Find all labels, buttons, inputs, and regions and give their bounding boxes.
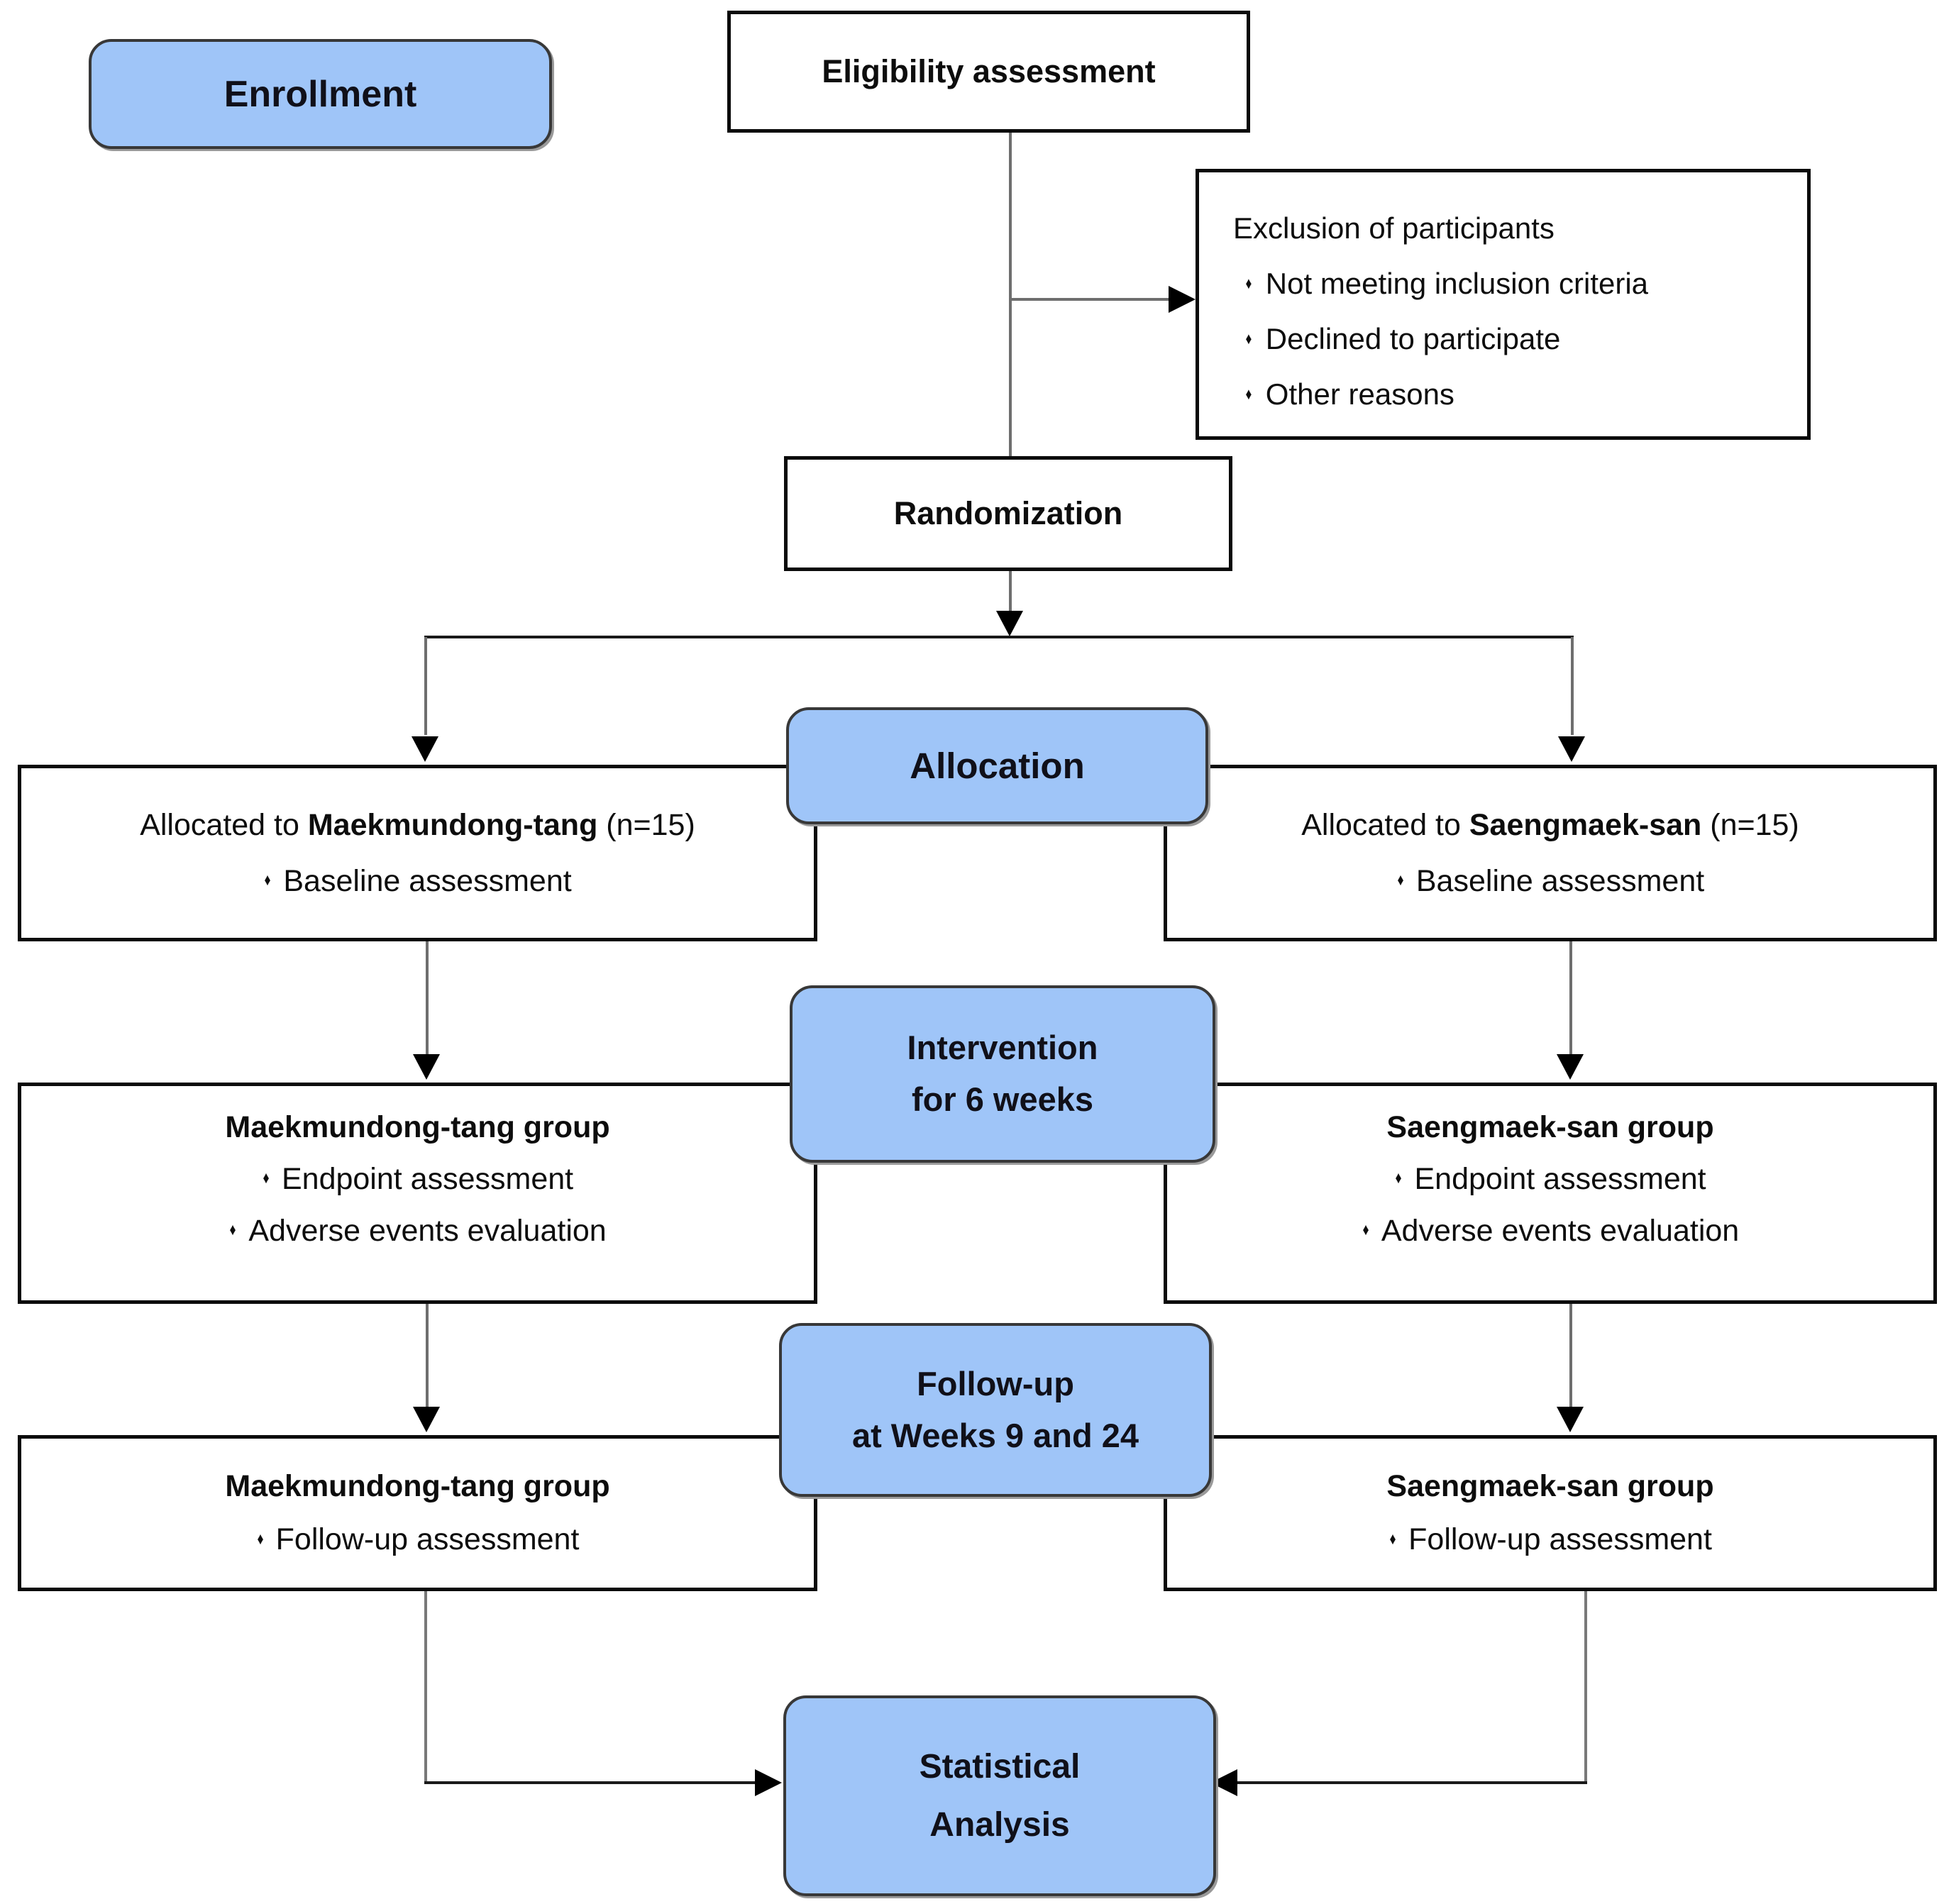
followup-left-title: Maekmundong-tang group xyxy=(225,1469,610,1503)
followup-right-title: Saengmaek-san group xyxy=(1386,1469,1714,1503)
intervention-stage-pill: Intervention for 6 weeks xyxy=(790,985,1215,1163)
intervention-right-title: Saengmaek-san group xyxy=(1386,1109,1714,1144)
exclusion-item: ♦ Other reasons xyxy=(1233,367,1454,422)
followup-right-item: ♦ Follow-up assessment xyxy=(1388,1522,1712,1557)
connector-split-left-allocation xyxy=(424,637,427,735)
arrowhead-down-icon xyxy=(413,1407,440,1432)
arrowhead-down-icon xyxy=(1557,1407,1584,1432)
allocation-label: Allocation xyxy=(910,746,1085,786)
exclusion-item-label: Not meeting inclusion criteria xyxy=(1265,267,1649,300)
connector-eligibility-randomization xyxy=(1009,133,1012,456)
intervention-left-item-label: Endpoint assessment xyxy=(281,1161,574,1196)
allocated-right-prefix: Allocated to xyxy=(1301,807,1469,842)
arrowhead-down-icon xyxy=(996,611,1023,636)
enrollment-label: Enrollment xyxy=(223,73,417,115)
eligibility-title: Eligibility assessment xyxy=(822,53,1156,89)
exclusion-item: ♦ Not meeting inclusion criteria xyxy=(1233,256,1648,311)
arrowhead-down-icon xyxy=(412,736,438,762)
connector-split-right-allocation xyxy=(1571,637,1574,735)
arrowhead-down-icon xyxy=(413,1054,440,1080)
statistical-analysis-pill: Statistical Analysis xyxy=(783,1695,1216,1896)
allocated-left-item-label: Baseline assessment xyxy=(283,863,572,898)
connector-right-allocation-intervention xyxy=(1569,941,1572,1056)
connector-right-followup-analysis-vertical xyxy=(1584,1591,1587,1784)
arrowhead-down-icon xyxy=(1558,736,1585,762)
eligibility-assessment-box: Eligibility assessment xyxy=(727,11,1250,133)
allocated-right-suffix: (n=15) xyxy=(1701,807,1799,842)
connector-randomization-split xyxy=(1009,570,1012,614)
maekmundong-followup-box: Maekmundong-tang group ♦ Follow-up asses… xyxy=(18,1435,817,1591)
intervention-left-item-label: Adverse events evaluation xyxy=(248,1213,607,1248)
diamond-bullet-icon: ♦ xyxy=(229,1221,236,1240)
allocated-right-item-label: Baseline assessment xyxy=(1415,863,1705,898)
diamond-bullet-icon: ♦ xyxy=(1397,871,1404,890)
followup-left-item-label: Follow-up assessment xyxy=(275,1522,580,1556)
intervention-label-line2: for 6 weeks xyxy=(911,1080,1094,1118)
allocated-right-group-name: Saengmaek-san xyxy=(1469,807,1702,842)
connector-left-intervention-followup xyxy=(426,1304,429,1409)
arrowhead-right-icon xyxy=(1169,286,1196,313)
followup-left-item: ♦ Follow-up assessment xyxy=(256,1522,580,1557)
connector-branch-exclusion xyxy=(1010,298,1172,301)
allocated-left-suffix: (n=15) xyxy=(597,807,695,842)
diamond-bullet-icon: ♦ xyxy=(1245,384,1252,404)
allocation-stage-pill: Allocation xyxy=(786,707,1208,824)
intervention-left-item: ♦ Endpoint assessment xyxy=(262,1162,573,1197)
diamond-bullet-icon: ♦ xyxy=(1362,1221,1369,1240)
intervention-left-item: ♦ Adverse events evaluation xyxy=(228,1213,607,1249)
exclusion-item-label: Declined to participate xyxy=(1265,322,1561,355)
exclusion-box: Exclusion of participants ♦ Not meeting … xyxy=(1196,169,1811,440)
allocated-right-title: Allocated to Saengmaek-san (n=15) xyxy=(1301,808,1799,843)
intervention-right-item-label: Adverse events evaluation xyxy=(1381,1213,1740,1248)
connector-left-followup-analysis-horizontal xyxy=(424,1781,756,1784)
saengmaek-followup-box: Saengmaek-san group ♦ Follow-up assessme… xyxy=(1164,1435,1937,1591)
intervention-right-item-label: Endpoint assessment xyxy=(1414,1161,1706,1196)
randomization-box: Randomization xyxy=(784,456,1232,571)
maekmundong-intervention-box: Maekmundong-tang group ♦ Endpoint assess… xyxy=(18,1083,817,1304)
enrollment-stage-pill: Enrollment xyxy=(89,39,552,149)
analysis-label-line1: Statistical xyxy=(919,1747,1081,1786)
followup-label-line1: Follow-up xyxy=(917,1364,1074,1402)
diamond-bullet-icon: ♦ xyxy=(1395,1169,1402,1188)
intervention-left-title: Maekmundong-tang group xyxy=(225,1109,610,1144)
followup-stage-pill: Follow-up at Weeks 9 and 24 xyxy=(779,1323,1212,1497)
saengmaek-intervention-box: Saengmaek-san group ♦ Endpoint assessmen… xyxy=(1164,1083,1937,1304)
allocated-left-item: ♦ Baseline assessment xyxy=(263,863,572,899)
connector-right-followup-analysis-horizontal xyxy=(1237,1781,1587,1784)
diamond-bullet-icon: ♦ xyxy=(1245,274,1252,293)
intervention-right-item: ♦ Endpoint assessment xyxy=(1394,1162,1706,1197)
arrowhead-right-icon xyxy=(755,1769,782,1796)
diamond-bullet-icon: ♦ xyxy=(1389,1529,1396,1549)
allocated-maekmundong-box: Allocated to Maekmundong-tang (n=15) ♦ B… xyxy=(18,765,817,941)
connector-right-intervention-followup xyxy=(1569,1304,1572,1409)
randomization-title: Randomization xyxy=(893,495,1123,531)
diamond-bullet-icon: ♦ xyxy=(257,1529,264,1549)
split-line xyxy=(424,636,1574,638)
diamond-bullet-icon: ♦ xyxy=(263,1169,270,1188)
followup-label-line2: at Weeks 9 and 24 xyxy=(851,1416,1139,1454)
exclusion-item-label: Other reasons xyxy=(1265,377,1454,411)
arrowhead-down-icon xyxy=(1557,1054,1584,1080)
allocated-left-prefix: Allocated to xyxy=(140,807,308,842)
connector-left-followup-analysis-vertical xyxy=(424,1591,427,1784)
diamond-bullet-icon: ♦ xyxy=(1245,329,1252,348)
allocated-saengmaek-box: Allocated to Saengmaek-san (n=15) ♦ Base… xyxy=(1164,765,1937,941)
analysis-label-line2: Analysis xyxy=(929,1805,1070,1844)
allocated-left-title: Allocated to Maekmundong-tang (n=15) xyxy=(140,808,695,843)
intervention-right-item: ♦ Adverse events evaluation xyxy=(1362,1214,1739,1249)
intervention-label-line1: Intervention xyxy=(907,1029,1098,1067)
followup-right-item-label: Follow-up assessment xyxy=(1408,1522,1712,1556)
exclusion-item: ♦ Declined to participate xyxy=(1233,311,1560,367)
diamond-bullet-icon: ♦ xyxy=(264,871,271,890)
connector-left-allocation-intervention xyxy=(426,941,429,1056)
allocated-right-item: ♦ Baseline assessment xyxy=(1396,864,1704,899)
allocated-left-group-name: Maekmundong-tang xyxy=(307,807,598,842)
exclusion-title: Exclusion of participants xyxy=(1233,211,1555,245)
